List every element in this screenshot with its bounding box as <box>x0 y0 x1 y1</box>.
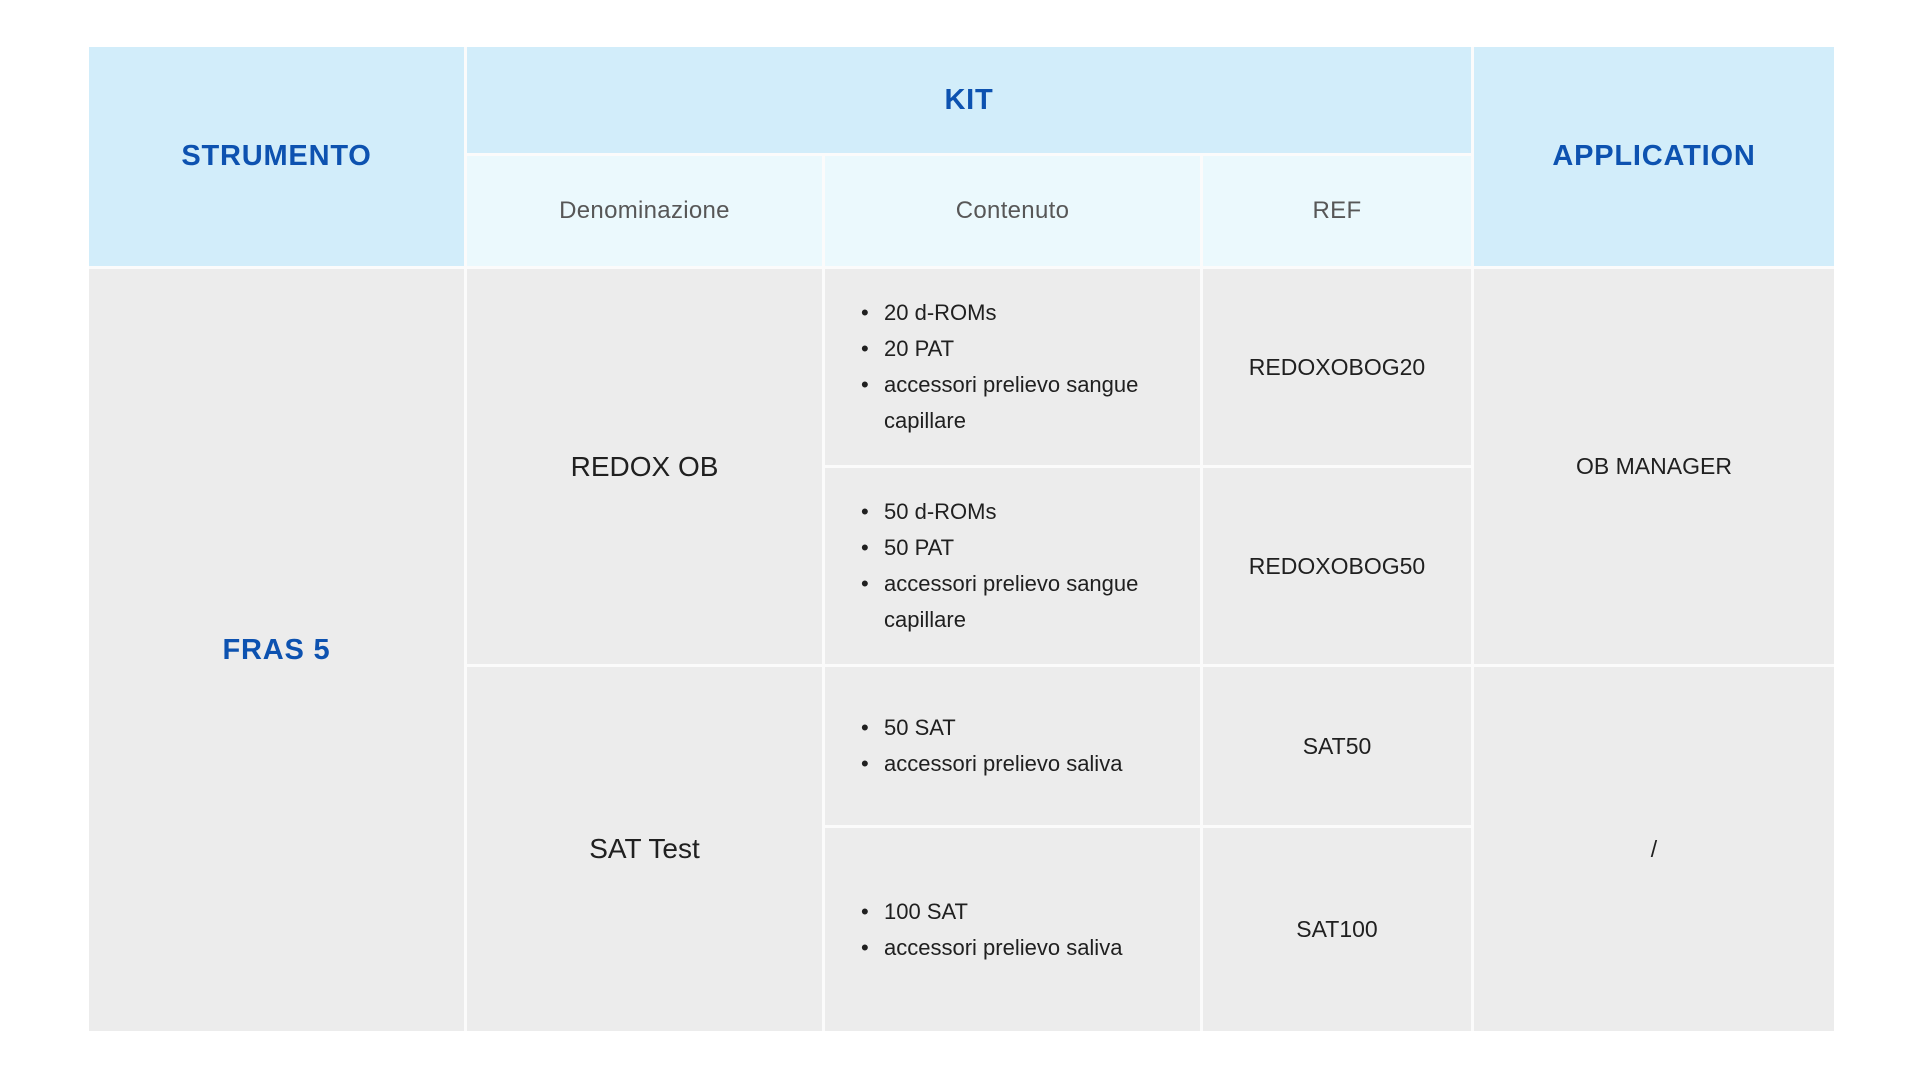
list-item: 50 d-ROMs <box>861 494 1176 530</box>
subheader-ref: REF <box>1203 156 1471 266</box>
cell-ref-redoxobog50: REDOXOBOG50 <box>1203 468 1471 664</box>
cell-denominazione-sat-test: SAT Test <box>467 667 822 1031</box>
cell-contenuto-redox-20: 20 d-ROMs 20 PAT accessori prelievo sang… <box>825 269 1200 465</box>
cell-strumento-fras5: FRAS 5 <box>89 269 464 1031</box>
cell-contenuto-redox-50: 50 d-ROMs 50 PAT accessori prelievo sang… <box>825 468 1200 664</box>
list-item: 20 PAT <box>861 331 1176 367</box>
cell-ref-redoxobog20: REDOXOBOG20 <box>1203 269 1471 465</box>
cell-contenuto-sat-50: 50 SAT accessori prelievo saliva <box>825 667 1200 825</box>
list-item: 100 SAT <box>861 894 1122 930</box>
header-application: APPLICATION <box>1474 47 1834 266</box>
contenuto-list: 100 SAT accessori prelievo saliva <box>861 894 1122 966</box>
subheader-denominazione: Denominazione <box>467 156 822 266</box>
cell-application-ob-manager: OB MANAGER <box>1474 269 1834 664</box>
contenuto-list: 50 SAT accessori prelievo saliva <box>861 710 1122 782</box>
cell-contenuto-sat-100: 100 SAT accessori prelievo saliva <box>825 828 1200 1031</box>
list-item: accessori prelievo saliva <box>861 930 1122 966</box>
cell-ref-sat100: SAT100 <box>1203 828 1471 1031</box>
header-kit: KIT <box>467 47 1471 153</box>
cell-application-slash: / <box>1474 667 1834 1031</box>
kit-table: STRUMENTO KIT APPLICATION Denominazione … <box>89 47 1834 1031</box>
cell-denominazione-redox-ob: REDOX OB <box>467 269 822 664</box>
cell-ref-sat50: SAT50 <box>1203 667 1471 825</box>
header-strumento: STRUMENTO <box>89 47 464 266</box>
list-item: 20 d-ROMs <box>861 295 1176 331</box>
contenuto-list: 50 d-ROMs 50 PAT accessori prelievo sang… <box>861 494 1176 638</box>
contenuto-list: 20 d-ROMs 20 PAT accessori prelievo sang… <box>861 295 1176 439</box>
subheader-contenuto: Contenuto <box>825 156 1200 266</box>
list-item: accessori prelievo sangue capillare <box>861 566 1176 638</box>
list-item: accessori prelievo sangue capillare <box>861 367 1176 439</box>
list-item: 50 SAT <box>861 710 1122 746</box>
list-item: accessori prelievo saliva <box>861 746 1122 782</box>
list-item: 50 PAT <box>861 530 1176 566</box>
